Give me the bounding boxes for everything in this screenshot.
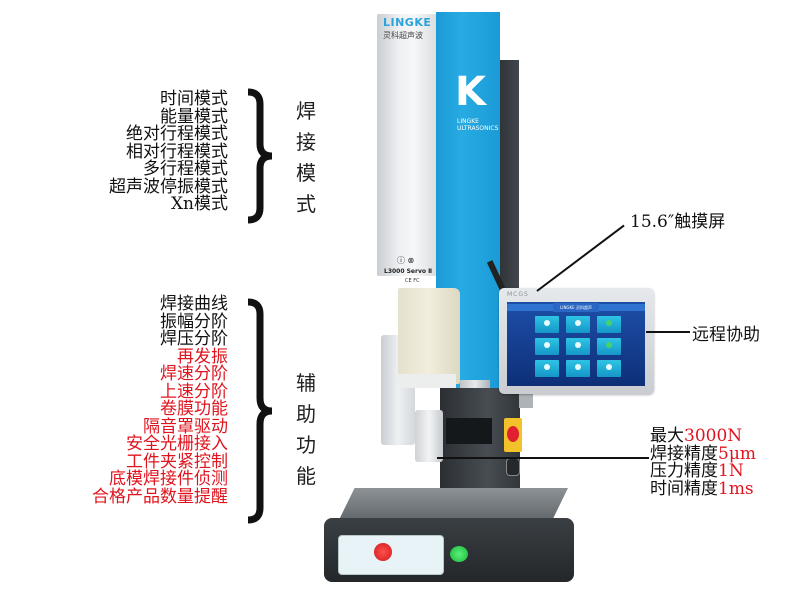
- welding-mode-item: Xn模式: [170, 194, 228, 214]
- screen-title: LINGKE 灵科超声: [553, 303, 599, 312]
- screen-tile[interactable]: [566, 338, 590, 355]
- welding-horn: [415, 410, 443, 462]
- machine-rear-column: [497, 60, 519, 300]
- info-icons: ⓘ ⊗: [397, 256, 415, 265]
- aux-function-item: 焊速分阶: [160, 364, 228, 384]
- spec-item: 焊接精度5μm: [650, 443, 756, 464]
- aux-functions-brace: [244, 298, 276, 524]
- base-estop-button[interactable]: [374, 543, 392, 561]
- screen-tile[interactable]: [597, 338, 621, 355]
- aux-function-item: 振幅分阶: [160, 311, 228, 332]
- spec-item: 时间精度1ms: [650, 478, 754, 499]
- screen-tile[interactable]: [566, 316, 590, 333]
- aux-function-item: 安全光栅接入: [126, 434, 228, 454]
- screen-menu-grid: [535, 316, 621, 377]
- welding-mode-item: 相对行程模式: [126, 141, 228, 162]
- aux-function-item: 合格产品数量提醒: [92, 486, 228, 507]
- horn-bracket: [446, 418, 492, 444]
- aux-function-item: 再发振: [177, 346, 228, 367]
- aux-function-item: 卷膜功能: [160, 399, 228, 419]
- welding-mode-item: 能量模式: [160, 106, 228, 127]
- welding-mode-item: 时间模式: [160, 89, 228, 109]
- model-label: L3000 Servo Ⅱ: [384, 268, 433, 275]
- screen-tile[interactable]: [535, 338, 559, 355]
- machine-brand: LINGKE: [383, 16, 432, 29]
- screen-tile[interactable]: [535, 316, 559, 333]
- welding-mode-item: 多行程模式: [143, 159, 228, 179]
- touchscreen-callout: 15.6″触摸屏: [630, 212, 726, 232]
- screen-tile[interactable]: [597, 316, 621, 333]
- spec-item: 压力精度1N: [650, 461, 744, 481]
- aux-function-item: 工件夹紧控制: [126, 451, 228, 472]
- welding-mode-item: 超声波停振模式: [109, 176, 228, 197]
- aux-function-item: 底模焊接件侦测: [109, 469, 228, 489]
- lingke-logo-icon: K: [455, 69, 486, 115]
- screen-display[interactable]: LINGKE 灵科超声: [507, 302, 645, 386]
- screen-brand: MCGS: [507, 291, 529, 298]
- touchscreen[interactable]: MCGS LINGKE 灵科超声: [499, 288, 654, 394]
- screen-tile[interactable]: [597, 360, 621, 377]
- remote-assist-callout: 远程协助: [692, 325, 760, 345]
- specs-leader-line: [437, 457, 649, 459]
- remote-assist-leader-line: [646, 331, 690, 333]
- machine-left-panel: [377, 14, 439, 276]
- aux-function-item: 焊接曲线: [160, 294, 228, 314]
- aux-function-item: 上速分阶: [160, 381, 228, 402]
- screen-tile[interactable]: [535, 360, 559, 377]
- green-start-button[interactable]: [450, 546, 468, 562]
- column-knob[interactable]: [506, 458, 520, 476]
- spec-item: 最大3000N: [650, 426, 743, 446]
- horn-plate: [398, 374, 456, 388]
- horn-housing: [398, 288, 460, 384]
- screen-tile[interactable]: [566, 360, 590, 377]
- screen-mount: [519, 394, 533, 408]
- aux-function-item: 隔音罩驱动: [143, 416, 228, 437]
- column-estop-button[interactable]: [507, 426, 519, 442]
- welding-mode-item: 绝对行程模式: [126, 124, 228, 144]
- machine-brand-cn: 灵科超声波: [383, 31, 423, 40]
- welding-modes-label: 焊接模式: [296, 99, 316, 216]
- cert-label: CE FC: [405, 278, 420, 284]
- welding-modes-brace: [244, 88, 276, 224]
- aux-functions-list: 焊接曲线振幅分阶焊压分阶再发振焊速分阶上速分阶卷膜功能隔音罩驱动安全光栅接入工件…: [92, 294, 228, 507]
- aux-function-item: 焊压分阶: [160, 329, 228, 349]
- aux-functions-label: 辅助功能: [296, 371, 316, 488]
- touchscreen-leader-line: [536, 224, 625, 292]
